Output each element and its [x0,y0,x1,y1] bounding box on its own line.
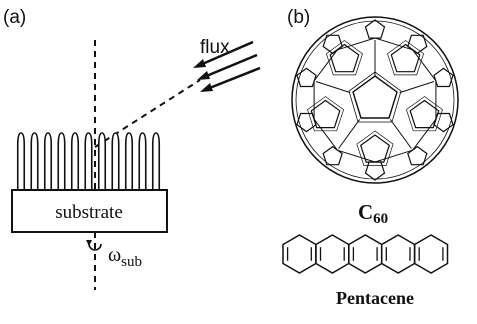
flux-path [94,79,201,148]
c60-pentagon-outline [325,40,363,76]
nanocolumns [16,132,161,190]
nanocolumn [151,132,161,190]
flux-arrows-icon [193,40,261,92]
c60-bond [337,37,376,51]
panel-b: (b) C60 Pentacene [282,7,459,308]
c60-bond [315,81,351,94]
c60-subscript: 60 [373,211,388,227]
nanocolumn [84,132,93,190]
nanocolumn [97,132,107,190]
substrate-label: substrate [55,202,123,223]
c60-pentagon-outline [307,96,345,132]
nanocolumn [70,132,80,190]
c60-bond [374,37,413,51]
c60-bond [337,149,376,163]
c60-bond [389,119,412,149]
c60-bond [313,118,338,151]
c60-bond [399,81,435,94]
panel-b-label: (b) [287,7,310,28]
c60-bond [338,119,361,149]
pentacene-ring [413,234,449,274]
nanocolumn [111,132,120,190]
c60-main: C [358,200,373,224]
c60-molecule-icon [291,16,459,184]
nanocolumn [57,132,66,190]
c60-pentagon-outline [405,96,443,132]
c60-pentagon-outline [387,40,425,76]
rotation-subscript: sub [121,254,142,270]
substrate-block [11,189,168,233]
nanocolumn [16,132,26,190]
c60-bond [374,149,413,163]
rotation-label: ωsub [108,244,142,270]
c60-bond [313,49,338,82]
panel-a-label: (a) [3,7,26,28]
rotation-arrow-icon [86,240,102,251]
c60-bond [412,118,437,151]
flux-label: flux [200,37,230,58]
nanocolumn [30,132,39,190]
c60-label: C60 [358,200,388,227]
panel-a: (a) flux substrate ωsub [3,7,261,290]
nanocolumn [43,132,53,190]
c60-pentagon-outline [356,130,394,166]
rotation-symbol: ω [108,244,121,266]
c60-bond [412,49,437,82]
pentacene-label: Pentacene [336,288,414,308]
pentacene-molecule-icon [282,234,449,274]
nanocolumn [138,132,147,190]
nanocolumn [124,132,134,190]
